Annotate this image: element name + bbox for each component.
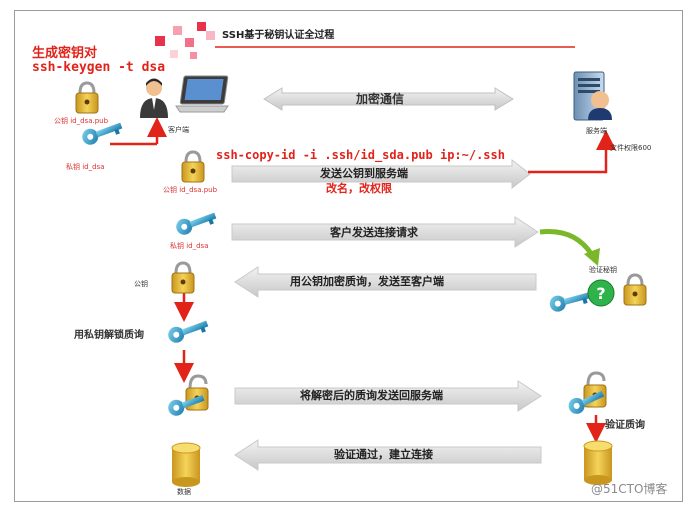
connect-request-arrow	[231, 216, 539, 248]
pubkey-label: 公钥	[134, 280, 148, 288]
svg-text:?: ?	[596, 284, 605, 303]
verify-pass-arrow	[234, 439, 542, 471]
diagram-frame	[14, 10, 683, 502]
decrypt-label: 用私钥解锁质询	[74, 330, 144, 341]
pubkey-file-label: 公钥 id_dsa.pub	[54, 117, 109, 125]
return-challenge-label: 将解密后的质询发送回服务端	[300, 389, 443, 402]
keygen-command: ssh-keygen -t dsa	[32, 60, 166, 75]
return-challenge-arrow	[234, 380, 542, 412]
send-pubkey-label: 发送公钥到服务端	[320, 167, 408, 180]
rename-chmod-note: 改名，改权限	[326, 182, 392, 195]
server-icon	[573, 71, 612, 121]
connect-request-label: 客户发送连接请求	[330, 226, 418, 239]
watermark: @51CTO博客	[591, 482, 668, 496]
file-permission-label: 文件权限600	[610, 144, 652, 152]
title-decoration-icon	[155, 22, 575, 59]
send-pubkey-arrow	[231, 158, 531, 190]
diagram-title: SSH基于秘钥认证全过程	[222, 30, 335, 41]
client-user-icon	[140, 78, 168, 118]
server-label: 服务端	[586, 127, 607, 135]
key-icon	[168, 395, 205, 416]
question-mark-icon: ?	[587, 279, 615, 307]
key-icon	[549, 292, 591, 312]
database-icon	[583, 440, 613, 485]
database-icon	[171, 442, 201, 487]
padlock-icon	[171, 261, 195, 294]
encrypted-channel-label: 加密通信	[356, 92, 405, 106]
keygen-heading: 生成密钥对	[32, 46, 98, 61]
upload-arrow	[528, 130, 616, 174]
key-icon	[168, 320, 209, 343]
privkey-file-label: 私钥 id_dsa	[66, 163, 105, 171]
padlock-icon	[181, 150, 205, 183]
copy-id-command: ssh-copy-id -i .ssh/id_sda.pub ip:~/.ssh	[216, 148, 505, 162]
verify-challenge-label: 验证质询	[605, 420, 645, 431]
privkey-file-label-2: 私钥 id_dsa	[170, 242, 209, 250]
green-curve-arrow	[539, 228, 595, 257]
encrypted-channel-arrow	[263, 87, 514, 111]
challenge-arrow	[234, 266, 537, 298]
verify-pass-label: 验证通过，建立连接	[334, 448, 433, 461]
pubkey-file-label-2: 公钥 id_dsa.pub	[163, 186, 218, 194]
key-icon	[82, 122, 123, 145]
client-label: 客户端	[168, 126, 189, 134]
challenge-label: 用公钥加密质询，发送至客户端	[290, 275, 444, 288]
laptop-icon	[175, 75, 229, 113]
verify-pubkey-label: 验证秘钥	[589, 266, 617, 274]
key-icon	[568, 390, 605, 414]
data-label: 数据	[177, 488, 191, 496]
padlock-icon	[75, 81, 99, 114]
key-icon	[176, 212, 217, 235]
padlock-icon	[623, 273, 647, 306]
